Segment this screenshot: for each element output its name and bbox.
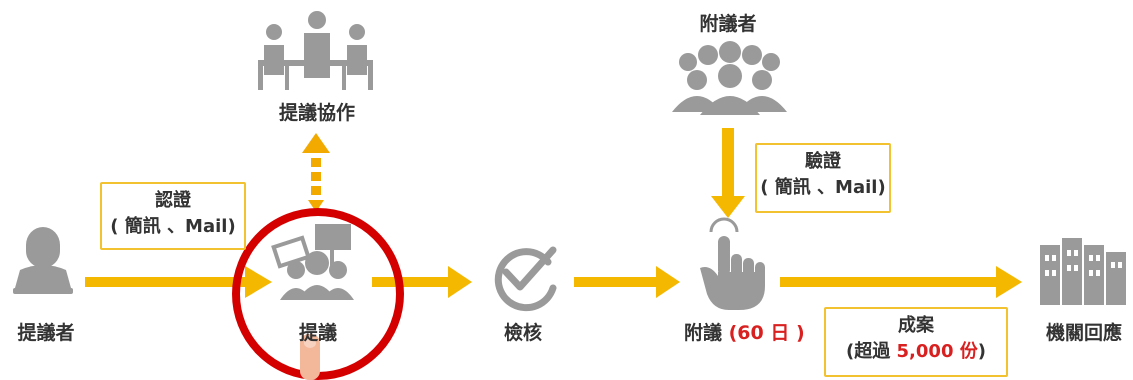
tap-hand-icon bbox=[700, 217, 765, 310]
arrow-seconders-to-second bbox=[711, 128, 745, 218]
case-box: 成案 (超過 5,000 份) bbox=[824, 307, 1008, 377]
verify-box-title: 驗證 bbox=[805, 151, 841, 172]
building-icon bbox=[1040, 238, 1126, 305]
person-laptop-icon bbox=[13, 227, 73, 294]
auth-box-title: 認證 bbox=[155, 190, 191, 211]
arrow-second-to-agency bbox=[780, 266, 1022, 298]
node-review-label: 檢核 bbox=[503, 322, 542, 344]
node-second-label: 附議 (60 日 ) bbox=[684, 322, 805, 344]
meeting-icon bbox=[258, 11, 373, 90]
case-count-text: 5,000 份 bbox=[896, 341, 978, 362]
arrow-propose-to-review bbox=[372, 266, 472, 298]
auth-box: 認證 ( 簡訊 、Mail) bbox=[100, 182, 246, 250]
node-seconders-label: 附議者 bbox=[699, 13, 757, 35]
verify-box-detail: ( 簡訊 、Mail) bbox=[760, 177, 886, 198]
protest-group-icon bbox=[271, 224, 354, 300]
dashed-arrow-collab bbox=[302, 133, 330, 212]
node-propose-label: 提議 bbox=[298, 322, 337, 344]
auth-box-detail: ( 簡訊 、Mail) bbox=[110, 216, 236, 237]
second-days-text: (60 日 ) bbox=[728, 322, 805, 344]
node-proposer-label: 提議者 bbox=[17, 322, 75, 344]
case-box-detail: (超過 5,000 份) bbox=[846, 341, 986, 362]
arrow-review-to-second bbox=[574, 266, 680, 298]
pointing-finger-icon bbox=[300, 334, 320, 380]
node-collab-label: 提議協作 bbox=[278, 102, 355, 124]
check-circle-icon bbox=[494, 246, 557, 312]
arrow-proposer-to-propose bbox=[85, 266, 272, 298]
crowd-icon bbox=[672, 41, 787, 115]
node-agency-label: 機關回應 bbox=[1045, 322, 1122, 344]
case-box-title: 成案 bbox=[898, 315, 934, 336]
verify-box: 驗證 ( 簡訊 、Mail) bbox=[755, 143, 891, 213]
